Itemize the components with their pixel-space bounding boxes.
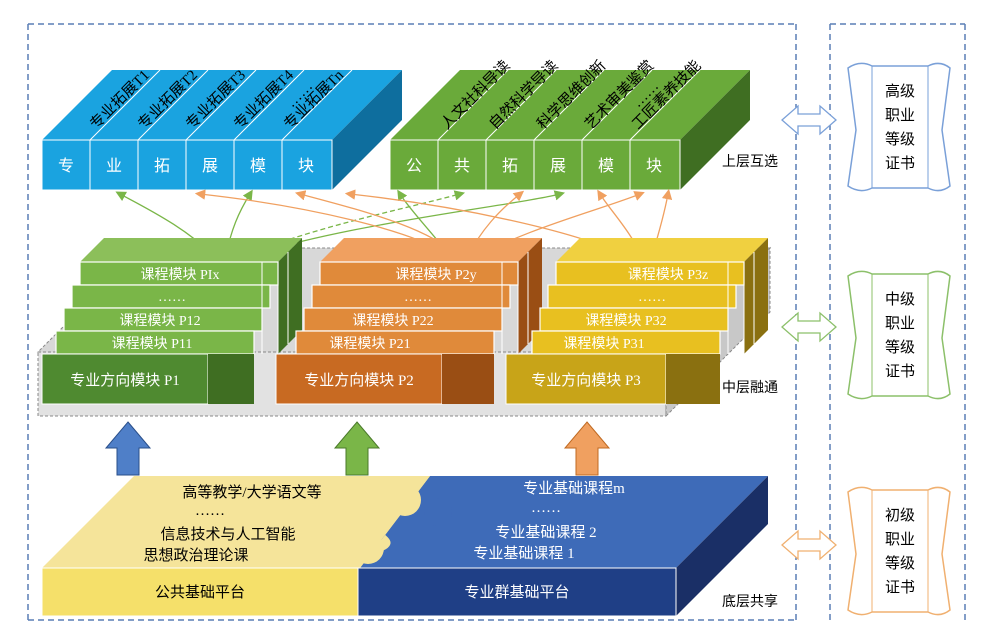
cert-low-line-1: 初级 xyxy=(885,507,915,524)
bottom-right-base: 专业群基础平台 xyxy=(464,584,569,601)
layer-label-middle: 中层融通 xyxy=(722,380,778,396)
p1-row-1: 课程模块 PIx xyxy=(141,267,220,283)
bottom-right-line-3: 专业基础课程 2 xyxy=(495,524,596,541)
top-left-front-3: 拓 xyxy=(154,157,170,175)
p2-row-3: 课程模块 P22 xyxy=(352,313,433,329)
bottom-platform: 高等教学/大学语文等 …… 信息技术与人工智能 思想政治理论课 专业基础课程m … xyxy=(41,476,768,617)
p1-row-3: 课程模块 P12 xyxy=(119,313,200,329)
up-arrow-green xyxy=(333,421,381,476)
module-stack-p3: 课程模块 P3z …… 课程模块 P32 课程模块 P31 专业方向模块 P3 xyxy=(505,238,768,405)
p3-row-1: 课程模块 P3z xyxy=(628,267,709,283)
cert-high-line-1: 高级 xyxy=(885,83,915,100)
top-left-front-5: 模 xyxy=(250,157,266,175)
cert-mid-line-2: 职业 xyxy=(885,315,915,332)
up-arrow-blue xyxy=(104,421,152,476)
layer-label-upper: 上层互选 xyxy=(722,154,778,170)
top-right-block: 人文社科导读 自然科学导读 科学思维创新 艺术审美鉴赏 …… 工匠素养技能 公 … xyxy=(389,57,750,191)
cert-low-line-4: 证书 xyxy=(885,579,915,596)
p3-row-3: 课程模块 P32 xyxy=(585,313,666,329)
bottom-left-line-2: …… xyxy=(195,503,225,519)
module-stack-p1: 课程模块 PIx …… 课程模块 P12 课程模块 P11 专业方向模块 P1 xyxy=(41,238,302,405)
top-right-front-6: 块 xyxy=(646,157,662,175)
bottom-left-base: 公共基础平台 xyxy=(155,584,245,601)
top-right-front-4: 展 xyxy=(550,158,566,175)
double-arrow-mid xyxy=(781,311,837,343)
module-stack-p2: 课程模块 P2y …… 课程模块 P22 课程模块 P21 专业方向模块 P2 xyxy=(275,238,542,405)
top-right-front-2: 共 xyxy=(454,157,470,175)
top-right-front-1: 公 xyxy=(406,158,422,175)
bottom-right-line-1: 专业基础课程m xyxy=(523,480,625,497)
bottom-right-line-2: …… xyxy=(531,500,561,516)
top-right-front-5: 模 xyxy=(598,157,614,175)
p2-row-2: …… xyxy=(404,290,432,305)
cert-scroll-mid: 中级 职业 等级 证书 xyxy=(847,270,951,400)
p2-base: 专业方向模块 P2 xyxy=(304,372,414,389)
cert-scroll-low: 初级 职业 等级 证书 xyxy=(847,486,951,616)
top-left-front-4: 展 xyxy=(202,158,218,175)
cert-high-line-3: 等级 xyxy=(885,130,915,148)
p1-row-4: 课程模块 P11 xyxy=(112,336,193,352)
top-right-front-3: 拓 xyxy=(502,157,518,175)
layer-label-bottom: 底层共享 xyxy=(722,593,778,610)
p2-row-4: 课程模块 P21 xyxy=(329,336,410,352)
p3-base: 专业方向模块 P3 xyxy=(531,372,641,389)
bottom-left-line-4: 思想政治理论课 xyxy=(143,547,248,564)
up-arrow-orange xyxy=(563,421,611,476)
cert-low-line-3: 等级 xyxy=(885,554,915,572)
top-left-front-1: 专 xyxy=(58,157,74,175)
p3-row-4: 课程模块 P31 xyxy=(563,336,644,352)
cert-low-line-2: 职业 xyxy=(885,531,915,548)
double-arrow-low xyxy=(781,529,837,561)
p3-row-2: …… xyxy=(638,290,666,305)
p1-base: 专业方向模块 P1 xyxy=(70,372,180,389)
frame-lines xyxy=(27,23,966,621)
cert-high-line-4: 证书 xyxy=(885,155,915,172)
p1-row-2: …… xyxy=(158,290,186,305)
cert-mid-line-4: 证书 xyxy=(885,363,915,380)
cert-scroll-high: 高级 职业 等级 证书 xyxy=(847,62,951,192)
double-arrow-high xyxy=(781,104,837,136)
top-left-front-6: 块 xyxy=(298,157,314,175)
p2-row-1: 课程模块 P2y xyxy=(395,267,476,283)
top-left-block: 专业拓展T1 专业拓展T2 专业拓展T3 专业拓展T4 …… 专业拓展Tn 专 … xyxy=(41,66,402,191)
top-left-front-2: 业 xyxy=(106,157,122,175)
bottom-left-line-3: 信息技术与人工智能 xyxy=(160,525,295,543)
cert-mid-line-3: 等级 xyxy=(885,338,915,356)
cert-high-line-2: 职业 xyxy=(885,107,915,124)
bottom-left-line-1: 高等教学/大学语文等 xyxy=(182,483,321,501)
bottom-right-line-4: 专业基础课程 1 xyxy=(473,545,574,562)
cert-mid-line-1: 中级 xyxy=(885,291,915,308)
